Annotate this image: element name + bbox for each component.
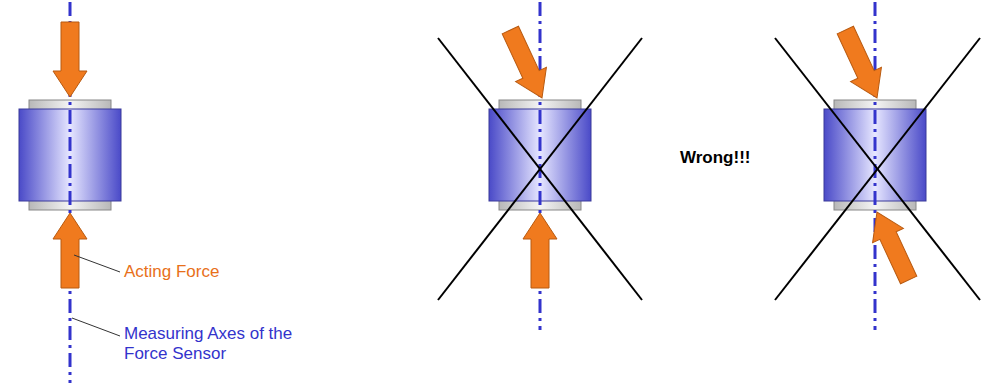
axis-label: Measuring Axes of the Force Sensor (124, 324, 324, 364)
sensor-wrong-2 (775, 2, 980, 330)
sensor-correct (19, 2, 121, 383)
wrong-label: Wrong!!! (680, 148, 800, 168)
sensor-wrong-1 (438, 2, 642, 330)
force-label: Acting Force (124, 262, 324, 282)
